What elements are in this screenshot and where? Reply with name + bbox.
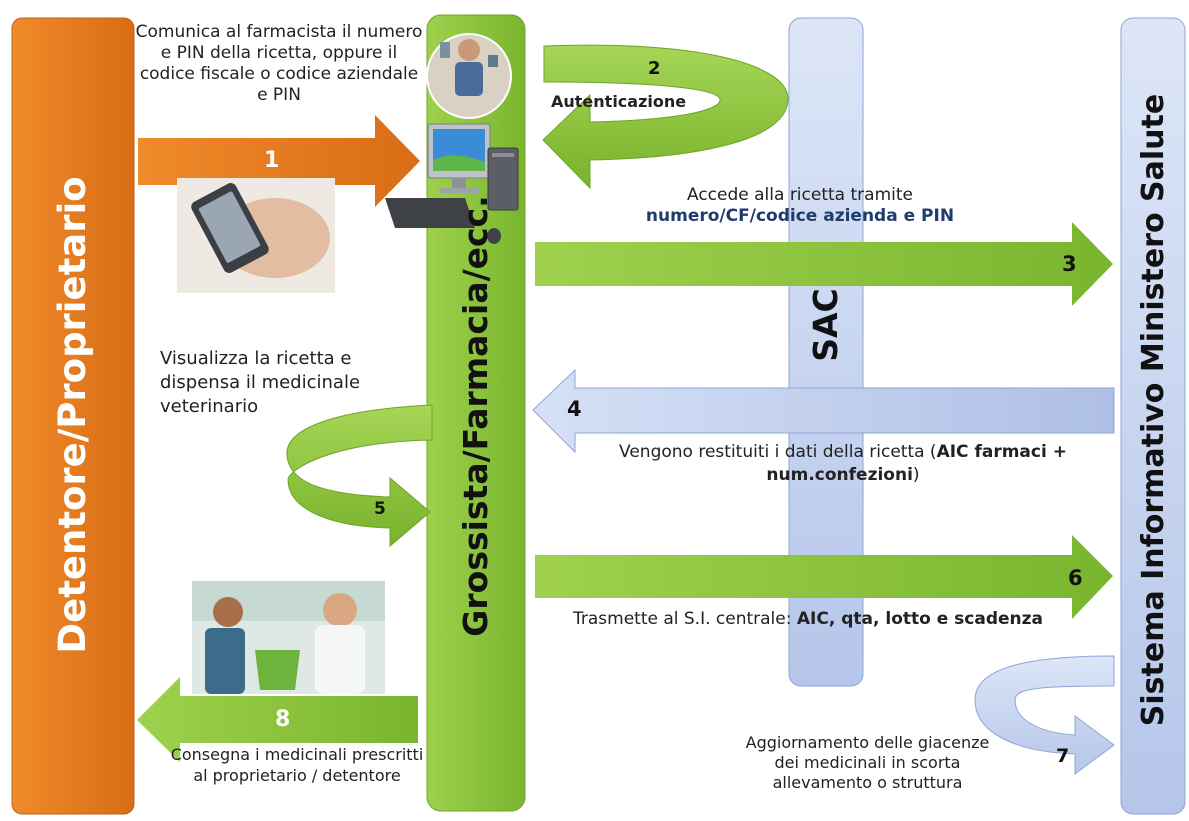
- sac-column: [788, 17, 864, 687]
- step-3-bold: numero/CF/codice azienda e PIN: [645, 206, 955, 226]
- step-6-number: 6: [1068, 566, 1083, 590]
- step-3-label: Accede alla ricetta tramite numero/CF/co…: [560, 185, 1040, 227]
- step-3-text: Accede alla ricetta tramite: [687, 185, 913, 205]
- step-8-label: Consegna i medicinali prescritti al prop…: [170, 745, 424, 785]
- step-2-label: Autenticazione: [551, 92, 687, 111]
- step-4-tail: ): [912, 465, 920, 485]
- computer-icon: [385, 123, 519, 244]
- shop-photo: [192, 581, 385, 694]
- step-7-label: Aggiornamento delle giacenze dei medicin…: [745, 733, 990, 792]
- arrow-7: [974, 655, 1115, 775]
- step-5-label: Visualizza la ricetta e dispensa il medi…: [160, 348, 361, 417]
- owner-column-title: Detentore/Proprietario: [51, 176, 94, 654]
- step-6-text: Trasmette al S.I. centrale:: [572, 609, 792, 629]
- step-4-label: Vengono restituiti i dati della ricetta …: [598, 441, 1088, 487]
- step-3-number: 3: [1062, 252, 1077, 276]
- ministry-column: [1120, 17, 1186, 815]
- phone-photo: [177, 178, 335, 293]
- pharmacy-column-title: Grossista/Farmacia/ecc.: [456, 195, 495, 637]
- step-6-label: Trasmette al S.I. centrale: AIC, qta, lo…: [558, 607, 1058, 631]
- arrow-2: [542, 44, 789, 190]
- step-4-text: Vengono restituiti i dati della ricetta …: [619, 442, 937, 462]
- step-5-number: 5: [374, 499, 386, 519]
- sac-column-title: SAC: [806, 288, 845, 362]
- step-2-number: 2: [648, 58, 661, 79]
- step-4-number: 4: [567, 397, 582, 421]
- arrow-4: [532, 368, 1115, 454]
- step-7-number: 7: [1056, 745, 1070, 767]
- ministry-column-title: Sistema Informativo Ministero Salute: [1136, 93, 1171, 727]
- arrow-3: [535, 222, 1113, 306]
- step-6-bold: AIC, qta, lotto e scadenza: [796, 609, 1044, 629]
- arrow-6: [535, 535, 1113, 619]
- step-4-bold: AIC farmaci + num.confezioni: [766, 442, 1067, 485]
- step-1-number: 1: [264, 148, 280, 173]
- arrow-5: [286, 404, 433, 548]
- step-8-number: 8: [275, 707, 291, 732]
- owner-column: [11, 17, 135, 815]
- step-1-label: Comunica al farmacista il numero e PIN d…: [135, 22, 423, 105]
- pharmacist-photo: [426, 33, 512, 119]
- arrow-8: [137, 677, 418, 762]
